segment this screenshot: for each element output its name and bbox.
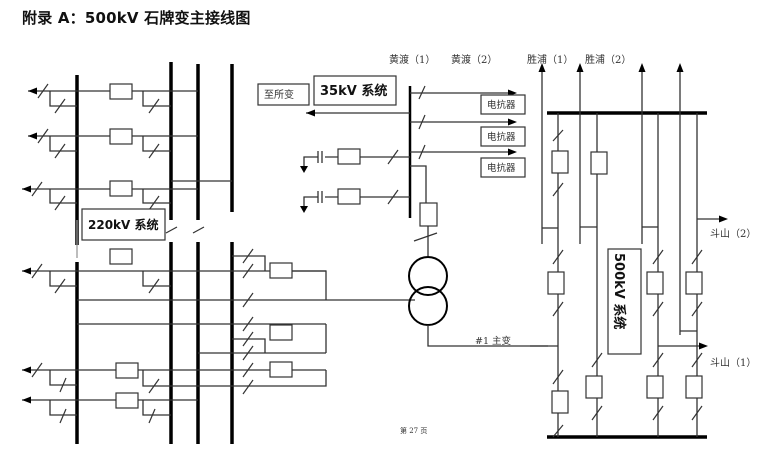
- reactor-label-1: 电抗器: [487, 99, 516, 111]
- reactor-box-2: [480, 126, 526, 147]
- system-500kv-box: [607, 248, 642, 355]
- to-station-box: [257, 83, 310, 106]
- line-label-huangdu-1: 黄渡（1）: [389, 53, 435, 66]
- page-footer: 第 27 页: [400, 426, 427, 435]
- reactor-box-3: [480, 157, 526, 178]
- reactor-label-2: 电抗器: [487, 131, 516, 143]
- feeders-220-lower: [22, 248, 415, 424]
- to-station-text: 至所变: [264, 88, 294, 101]
- reactor-box-1: [480, 94, 526, 115]
- bus-35kv: 35kV 系统 至所变 电抗器 电抗器 电抗器: [257, 75, 526, 218]
- feeders-220-upper: [22, 83, 198, 211]
- line-label-huangdu-2: 黄渡（2）: [451, 53, 497, 66]
- main-transformer: #1 主变: [408, 202, 548, 347]
- main-transformer-label: #1 主变: [475, 335, 512, 347]
- line-label-doushan-2: 斗山（2）: [710, 228, 756, 240]
- page-title: 附录 A：500kV 石牌变主接线图: [22, 9, 251, 27]
- bus-220kv: [75, 62, 234, 444]
- system-220kv-text: 220kV 系统: [88, 217, 159, 232]
- system-220kv-label: 220kV 系统: [81, 208, 166, 265]
- line-label-shengpu-2: 胜浦（2）: [585, 53, 631, 66]
- system-500kv-text: 500kV 系统: [611, 253, 627, 329]
- line-label-shengpu-1: 胜浦（1）: [527, 53, 573, 66]
- reactor-label-3: 电抗器: [487, 162, 516, 174]
- system-35kv-text: 35kV 系统: [320, 83, 387, 99]
- bus-500kv: 黄渡（1） 黄渡（2） 胜浦（1） 胜浦（2）: [389, 53, 756, 439]
- system-35kv-box: [313, 75, 397, 106]
- line-label-doushan-1: 斗山（1）: [710, 357, 756, 369]
